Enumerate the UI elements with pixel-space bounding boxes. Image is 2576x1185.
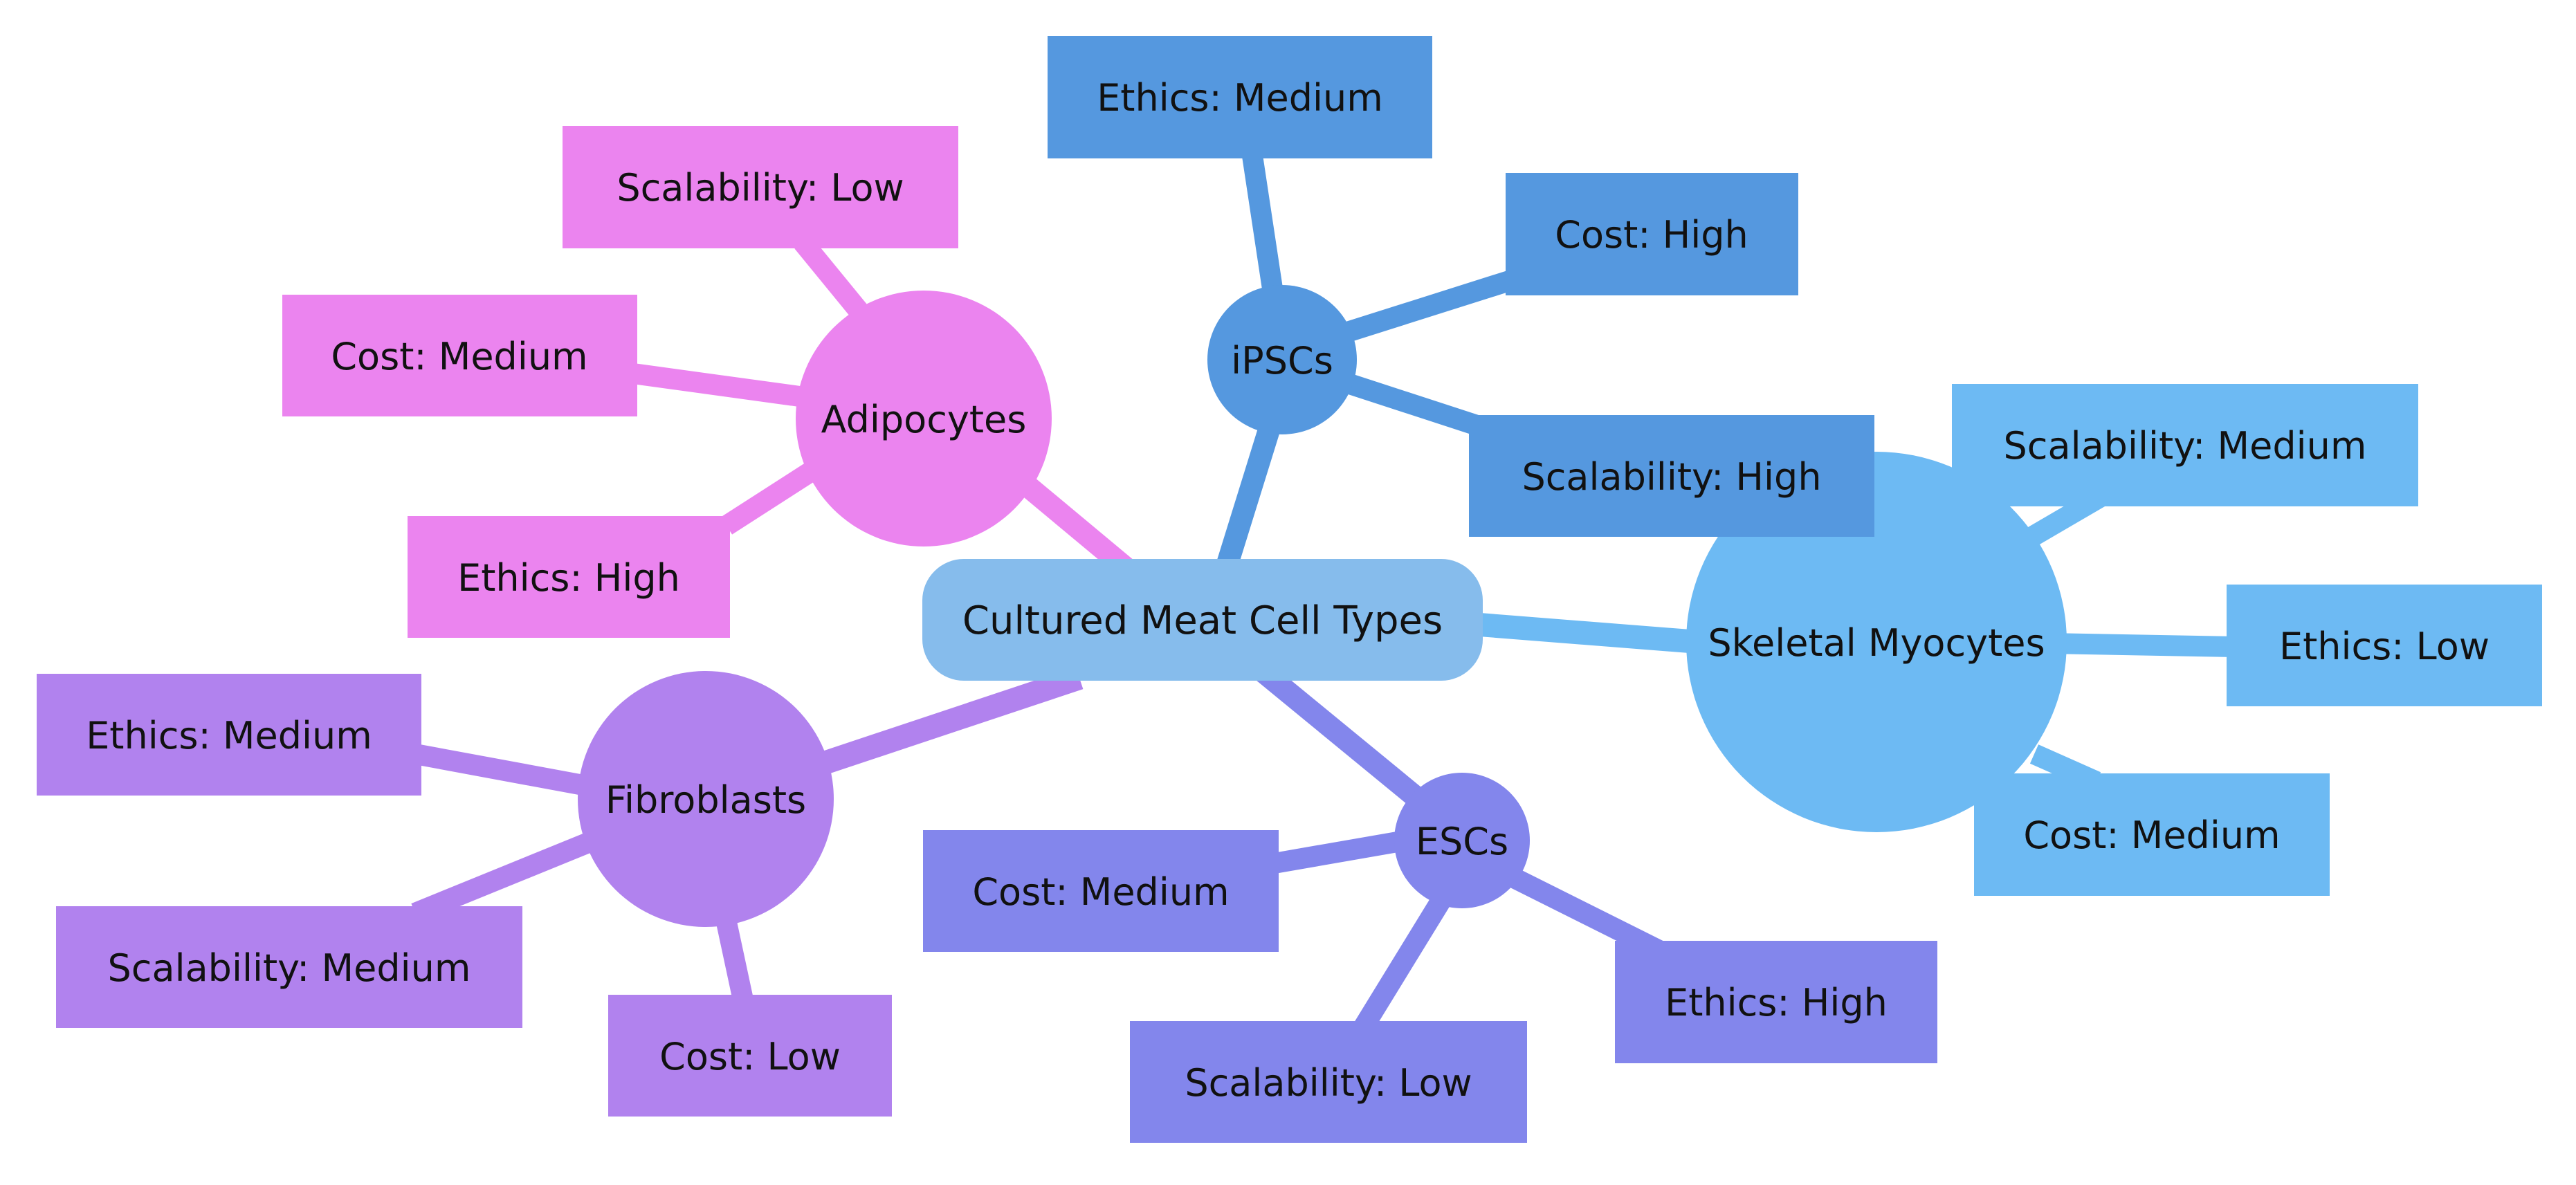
edge-root-escs: [1238, 648, 1447, 825]
leaf-label: Ethics: Medium: [86, 714, 372, 757]
leaf-shape: [1615, 941, 1937, 1063]
leaf-label: Cost: Low: [659, 1035, 841, 1078]
edge-fibroblasts-ethics: [413, 744, 604, 799]
leaf-shape: [408, 516, 730, 638]
branch-label: ESCs: [1416, 820, 1508, 863]
leaf-label: Cost: Medium: [2023, 814, 2280, 857]
branch-node-escs[interactable]: ESCs: [1394, 773, 1530, 908]
leaf-shape: [923, 830, 1279, 952]
leaf-adipocytes-ethics[interactable]: Ethics: High: [408, 516, 730, 638]
leaf-escs-scalability[interactable]: Scalability: Low: [1130, 1021, 1527, 1143]
leaf-label: Cost: Medium: [972, 870, 1229, 914]
leaf-label: Cost: High: [1555, 213, 1748, 257]
leaf-escs-ethics[interactable]: Ethics: High: [1615, 941, 1937, 1063]
leaf-shape: [1506, 173, 1798, 295]
leaf-skeletal-myocytes-scalability[interactable]: Scalability: Medium: [1952, 384, 2418, 506]
leaf-fibroblasts-ethics[interactable]: Ethics: Medium: [37, 674, 421, 796]
leaf-shape: [2227, 585, 2542, 706]
leaf-shape: [56, 906, 522, 1028]
leaf-label: Ethics: Low: [2279, 625, 2490, 668]
leaf-label: Scalability: High: [1522, 455, 1821, 499]
branch-shape: [1686, 452, 2067, 832]
edge-root-fibroblasts: [805, 666, 1084, 780]
branch-node-fibroblasts[interactable]: Fibroblasts: [578, 671, 834, 927]
leaf-shape: [608, 995, 892, 1117]
edge-escs-scalability: [1344, 887, 1455, 1050]
leaf-shape: [37, 674, 421, 796]
leaf-shape: [1974, 773, 2330, 896]
branch-label: Fibroblasts: [605, 778, 806, 822]
branch-node-skeletal-myocytes[interactable]: Skeletal Myocytes: [1686, 452, 2067, 832]
leaf-label: Scalability: Low: [616, 166, 904, 210]
edge-adipocytes-scalability: [794, 235, 873, 325]
leaf-fibroblasts-cost[interactable]: Cost: Low: [608, 995, 892, 1117]
root-label: Cultured Meat Cell Types: [962, 598, 1443, 643]
edge-ipscs-scalability: [1325, 367, 1491, 439]
leaf-skeletal-myocytes-ethics[interactable]: Ethics: Low: [2227, 585, 2542, 706]
edge-adipocytes-cost: [631, 363, 812, 408]
leaf-label: Cost: Medium: [331, 335, 587, 378]
leaf-label: Ethics: High: [1665, 981, 1888, 1025]
leaf-ipscs-cost[interactable]: Cost: High: [1506, 173, 1798, 295]
edge-root-skeletal-myocytes: [1452, 611, 1717, 655]
branch-shape: [1394, 773, 1530, 908]
leaf-skeletal-myocytes-cost[interactable]: Cost: Medium: [1974, 773, 2330, 896]
leaf-ipscs-scalability[interactable]: Scalability: High: [1469, 415, 1874, 537]
leaf-nodes: Ethics: Medium Cost: High Scalability: H…: [37, 36, 2542, 1143]
leaf-label: Ethics: High: [457, 556, 680, 600]
leaf-escs-cost[interactable]: Cost: Medium: [923, 830, 1279, 952]
branch-shape: [796, 291, 1052, 546]
branch-nodes: iPSCs Skeletal Myocytes ESCs Fibroblasts…: [578, 285, 2067, 927]
leaf-fibroblasts-scalability[interactable]: Scalability: Medium: [56, 906, 522, 1028]
leaf-shape: [1952, 384, 2418, 506]
root-node[interactable]: Cultured Meat Cell Types: [922, 559, 1483, 681]
branch-label: Skeletal Myocytes: [1708, 621, 2045, 665]
branch-label: Adipocytes: [821, 398, 1027, 441]
branch-label: iPSCs: [1231, 339, 1333, 383]
leaf-shape: [563, 126, 958, 248]
branch-shape: [578, 671, 834, 927]
edge-fibroblasts-scalability: [411, 827, 606, 923]
leaf-label: Scalability: Medium: [2004, 424, 2367, 468]
leaf-ipscs-ethics[interactable]: Ethics: Medium: [1048, 36, 1432, 158]
leaf-shape: [282, 295, 637, 416]
leaf-label: Scalability: Low: [1185, 1061, 1472, 1105]
edge-skeletal-myocytes-ethics: [2047, 633, 2236, 657]
branch-node-adipocytes[interactable]: Adipocytes: [796, 291, 1052, 546]
edge-adipocytes-ethics: [720, 454, 830, 535]
branch-node-ipscs[interactable]: iPSCs: [1207, 285, 1357, 434]
leaf-adipocytes-cost[interactable]: Cost: Medium: [282, 295, 637, 416]
leaf-label: Scalability: Medium: [108, 946, 471, 990]
leaf-shape: [1130, 1021, 1527, 1143]
leaf-adipocytes-scalability[interactable]: Scalability: Low: [563, 126, 958, 248]
leaf-shape: [1469, 415, 1874, 537]
branch-shape: [1207, 285, 1357, 434]
leaf-shape: [1048, 36, 1432, 158]
leaf-label: Ethics: Medium: [1097, 76, 1383, 120]
root-shape: [922, 559, 1483, 681]
